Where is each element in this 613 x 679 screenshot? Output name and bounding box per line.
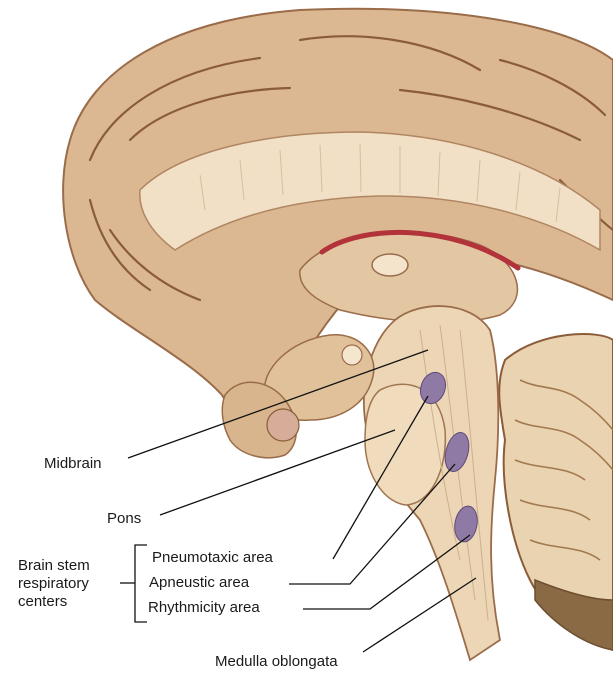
respiratory-centers-group-label: Brain stem respiratory centers: [18, 557, 128, 611]
group-bracket: [135, 545, 147, 622]
group-label-line-1: Brain stem: [18, 557, 128, 575]
pneumotaxic-area-label: Pneumotaxic area: [152, 549, 273, 567]
apneustic-area-label: Apneustic area: [149, 574, 249, 592]
group-label-line-2: respiratory: [18, 575, 128, 593]
group-label-line-3: centers: [18, 593, 128, 611]
rhythmicity-area-label: Rhythmicity area: [148, 599, 260, 617]
optic-chiasm: [267, 409, 299, 441]
medulla-oblongata-label: Medulla oblongata: [215, 653, 338, 671]
midbrain-label: Midbrain: [44, 455, 102, 473]
interthalamic-adhesion: [372, 254, 408, 276]
pons-label: Pons: [107, 510, 141, 528]
mammillary-body: [342, 345, 362, 365]
